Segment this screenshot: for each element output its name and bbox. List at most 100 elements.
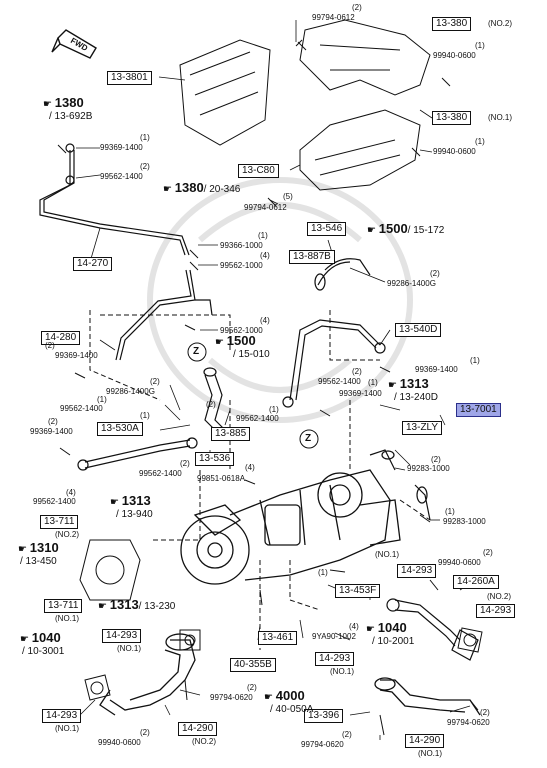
position-note: (NO.1) (117, 644, 141, 653)
part-box-13-540d[interactable]: 13-540D (395, 323, 442, 337)
pipe-13-530a (77, 437, 198, 471)
position-note: (NO.1) (330, 667, 354, 676)
wrench-icon: ☛ (264, 692, 273, 703)
quantity-label: (4) (245, 463, 255, 472)
section-ref-1040-b[interactable]: ☛ 1040/ 10-3001 (20, 630, 65, 657)
part-box-14-293-c[interactable]: 14-293 (102, 629, 142, 643)
part-number: 99369-1400 (100, 143, 143, 152)
dashed-leaders (89, 310, 431, 650)
section-ref-4000[interactable]: ☛ 4000/ 40-050A (264, 688, 314, 715)
part-number: 99940-0600 (438, 558, 481, 567)
section-ref-1500-a[interactable]: ☛ 1500/ 15-172 (367, 221, 445, 236)
part-box-13-530a[interactable]: 13-530A (97, 422, 143, 436)
part-box-13-380-top[interactable]: 13-380 (432, 17, 472, 31)
part-box-13-396[interactable]: 13-396 (304, 709, 344, 723)
part-box-14-270[interactable]: 14-270 (73, 257, 113, 271)
part-number: 99940-0600 (98, 738, 141, 747)
quantity-label: (4) (349, 622, 359, 631)
quantity-label: (2) (480, 708, 490, 717)
part-box-13-887b[interactable]: 13-887B (289, 250, 335, 264)
quantity-label: (2) (352, 367, 362, 376)
section-ref-1313-a[interactable]: ☛ 1313/ 13-240D (388, 376, 438, 403)
quantity-label: (4) (260, 251, 270, 260)
part-number: 99562-1400 (33, 497, 76, 506)
part-number: 99369-1400 (30, 427, 73, 436)
part-number: 99283-1000 (407, 464, 450, 473)
part-box-14-293-e[interactable]: 14-293 (42, 709, 82, 723)
position-note: (NO.2) (192, 737, 216, 746)
quantity-label: (2) (247, 683, 257, 692)
part-number: 99851-0618A (197, 474, 246, 483)
part-box-13-711-b[interactable]: 13-711 (44, 599, 83, 613)
quantity-label: (2) (150, 377, 160, 386)
oil-pipe-14-270 (39, 143, 190, 256)
heat-shield-right (299, 19, 431, 96)
wrench-icon: ☛ (366, 624, 375, 635)
quantity-label: (2) (483, 548, 493, 557)
quantity-label: (2) (45, 341, 55, 350)
leader-lines (75, 20, 476, 740)
turbocharger-body (180, 469, 401, 585)
part-box-13-380-mid[interactable]: 13-380 (432, 111, 472, 125)
part-box-13-7001[interactable]: 13-7001 (456, 403, 501, 417)
wrench-icon: ☛ (367, 225, 376, 236)
quantity-label: (4) (66, 488, 76, 497)
part-box-13-3801[interactable]: 13-3801 (107, 71, 152, 85)
section-ref-1380-a[interactable]: ☛ 1380/ 13-692B (43, 95, 93, 122)
part-box-13-c80[interactable]: 13-C80 (238, 164, 279, 178)
part-box-14-293-b[interactable]: 14-293 (476, 604, 516, 618)
section-ref-1310[interactable]: ☛ 1310/ 13-450 (18, 540, 59, 567)
wrench-icon: ☛ (98, 601, 107, 612)
section-ref-1313-b[interactable]: ☛ 1313/ 13-940 (110, 493, 153, 520)
heat-shield-lower (299, 109, 421, 191)
part-number: 99794-0620 (210, 693, 253, 702)
section-ref-1313-c[interactable]: ☛ 1313/ 13-230 (98, 597, 176, 612)
quantity-label: (2) (140, 728, 150, 737)
heat-shield-upper (179, 39, 271, 146)
part-number: 99794-0620 (447, 718, 490, 727)
quantity-label: (1) (140, 411, 150, 420)
wrench-icon: ☛ (18, 544, 27, 555)
gasket-14-293-right (457, 627, 483, 653)
part-number: 99562-1000 (220, 261, 263, 270)
quantity-label: (1) (470, 356, 480, 365)
quantity-label: (2) (206, 400, 216, 409)
quantity-label: (2) (430, 269, 440, 278)
pipe-14-260a (386, 598, 479, 661)
part-box-13-zly[interactable]: 13-ZLY (402, 421, 443, 435)
wrench-icon: ☛ (163, 184, 172, 195)
section-ref-1380-b[interactable]: ☛ 1380/ 20-346 (163, 180, 241, 195)
quantity-label: (1) (269, 405, 279, 414)
part-box-14-260a[interactable]: 14-260A (453, 575, 499, 589)
position-note: (NO.1) (55, 614, 79, 623)
exhaust-14-290-no2 (99, 633, 196, 716)
wrench-icon: ☛ (215, 337, 224, 348)
part-box-13-536[interactable]: 13-536 (195, 452, 235, 466)
z-marker-a: Z (193, 346, 200, 357)
part-box-13-711-a[interactable]: 13-711 (40, 515, 79, 529)
section-ref-1500-b[interactable]: ☛ 1500/ 15-010 (215, 333, 270, 360)
part-box-40-355b[interactable]: 40-355B (230, 658, 276, 672)
part-box-13-546[interactable]: 13-546 (307, 222, 347, 236)
part-box-13-453f[interactable]: 13-453F (335, 584, 381, 598)
part-box-13-461[interactable]: 13-461 (258, 631, 298, 645)
gasket-14-293-mid (179, 629, 201, 651)
quantity-label: (2) (180, 459, 190, 468)
part-box-14-293-d[interactable]: 14-293 (315, 652, 355, 666)
part-number: 99286-1400G (106, 387, 155, 396)
part-box-14-280[interactable]: 14-280 (41, 331, 81, 345)
fwd-arrow-icon (51, 29, 97, 59)
quantity-label: (1) (318, 568, 328, 577)
position-note: (NO.1) (375, 550, 399, 559)
part-box-14-290-a[interactable]: 14-290 (178, 722, 218, 736)
pipe-13-zly (369, 449, 431, 521)
part-box-14-290-b[interactable]: 14-290 (405, 734, 445, 748)
hose-13-885 (203, 367, 226, 431)
quantity-label: (5) (283, 192, 293, 201)
part-box-14-293-a[interactable]: 14-293 (397, 564, 437, 578)
section-ref-1040-a[interactable]: ☛ 1040/ 10-2001 (366, 620, 415, 647)
part-number: 99369-1400 (415, 365, 458, 374)
part-box-13-885[interactable]: 13-885 (211, 427, 251, 441)
